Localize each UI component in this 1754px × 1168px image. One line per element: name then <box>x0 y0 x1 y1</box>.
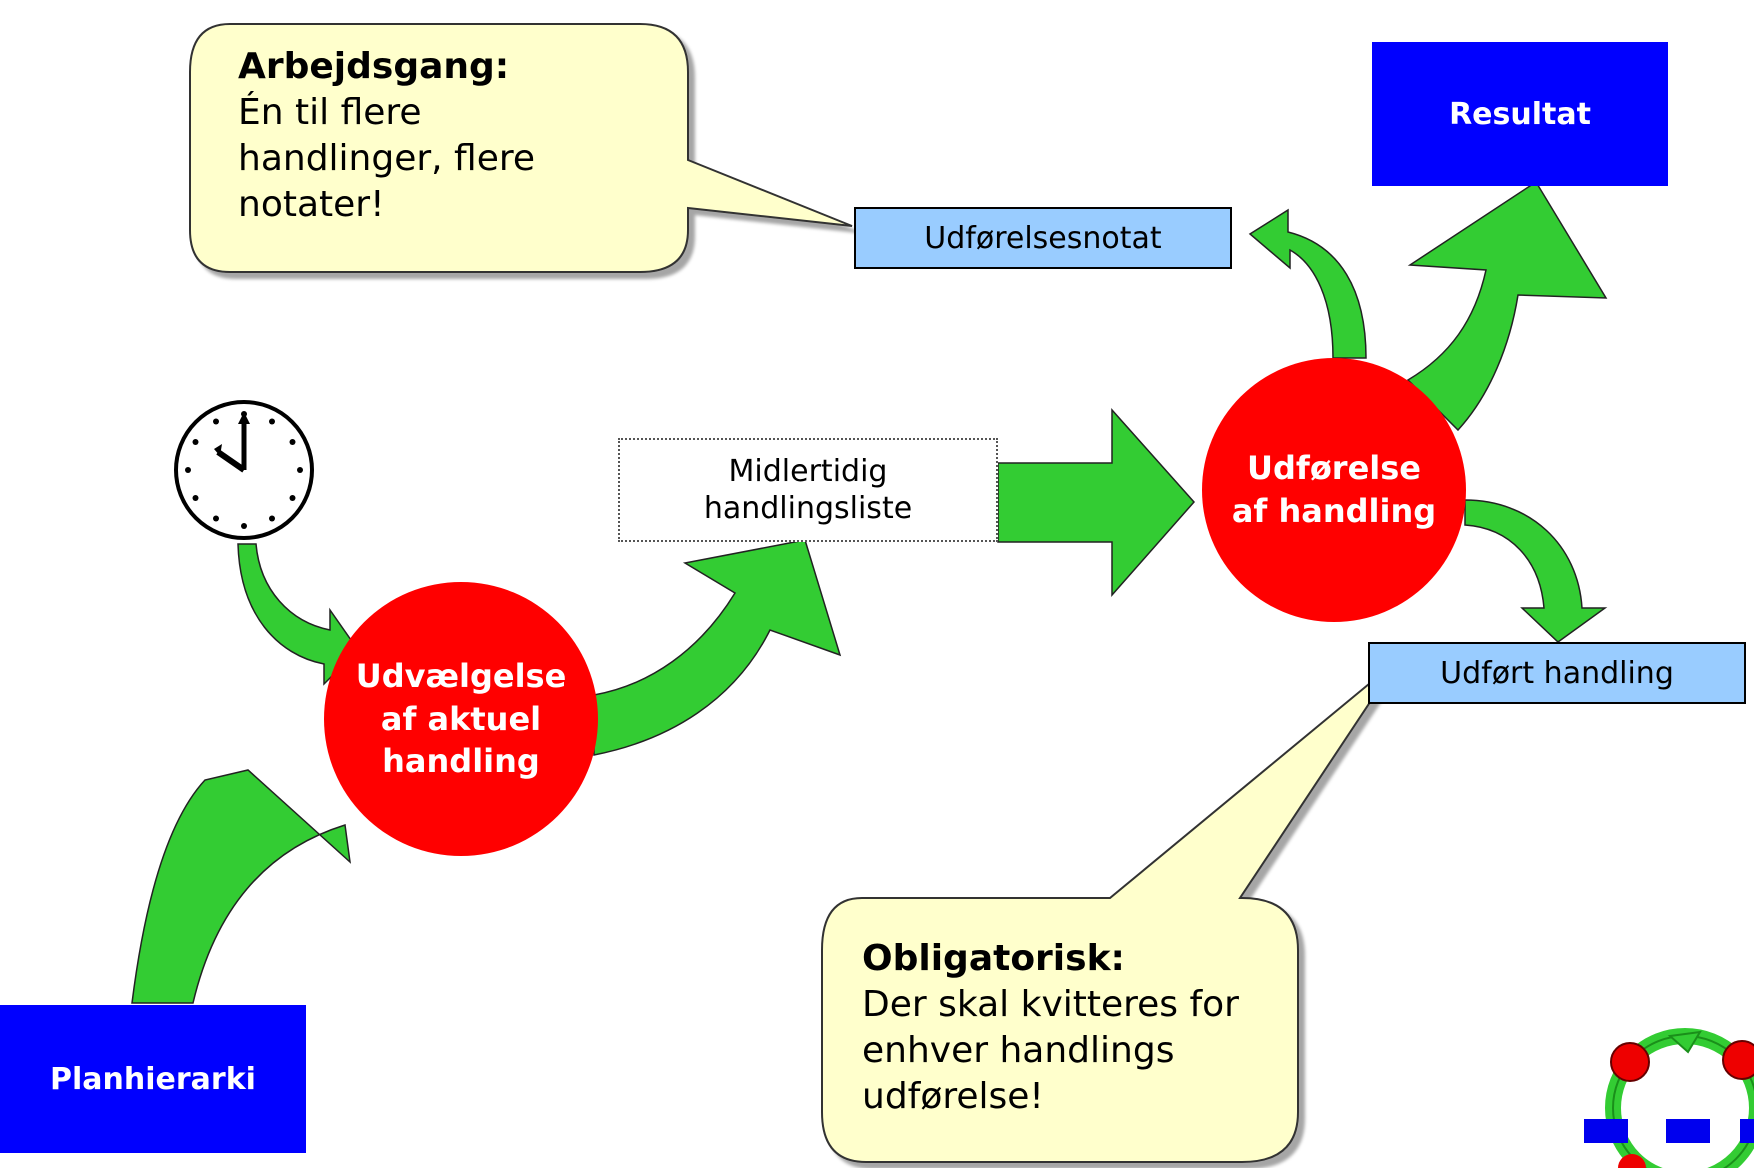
callout-obligatorisk-body: Der skal kvitteres for enhver handlings … <box>862 984 1239 1118</box>
udforelse-circle: Udførelse af handling <box>1202 358 1466 622</box>
udfort-handling-box: Udført handling <box>1368 642 1746 704</box>
arrow-planhierarki-to-udvaelgelse <box>131 769 352 1004</box>
resultat-box: Resultat <box>1372 42 1668 186</box>
clock-icon <box>174 400 314 540</box>
callout-arbejdsgang-body: Én til flere handlinger, flere notater! <box>238 92 536 226</box>
arrow-udforelse-to-udforelsesnotat <box>1248 208 1367 359</box>
logo-icon <box>1584 1028 1754 1168</box>
callout-obligatorisk-bubble <box>821 659 1399 1163</box>
callout-obligatorisk: Obligatorisk: Der skal kvitteres for enh… <box>862 936 1239 1120</box>
arrow-udvaelgelse-to-midlertidig <box>593 539 842 756</box>
callout-arbejdsgang-title: Arbejdsgang: <box>238 46 510 87</box>
callout-arbejdsgang: Arbejdsgang: Én til flere handlinger, fl… <box>238 44 535 228</box>
arrow-midlertidig-to-udforelse <box>997 408 1196 597</box>
arrow-udforelse-to-resultat <box>1406 180 1608 432</box>
callout-arbejdsgang-bubble <box>189 23 853 273</box>
arrow-udforelse-to-udfort-handling <box>1464 499 1608 643</box>
callout-obligatorisk-title: Obligatorisk: <box>862 938 1125 979</box>
udvaelgelse-circle: Udvælgelse af aktuel handling <box>324 582 598 856</box>
udforelsesnotat-box: Udførelsesnotat <box>854 207 1232 269</box>
planhierarki-box: Planhierarki <box>0 1005 306 1153</box>
midlertidig-handlingsliste-box: Midlertidig handlingsliste <box>618 438 998 542</box>
